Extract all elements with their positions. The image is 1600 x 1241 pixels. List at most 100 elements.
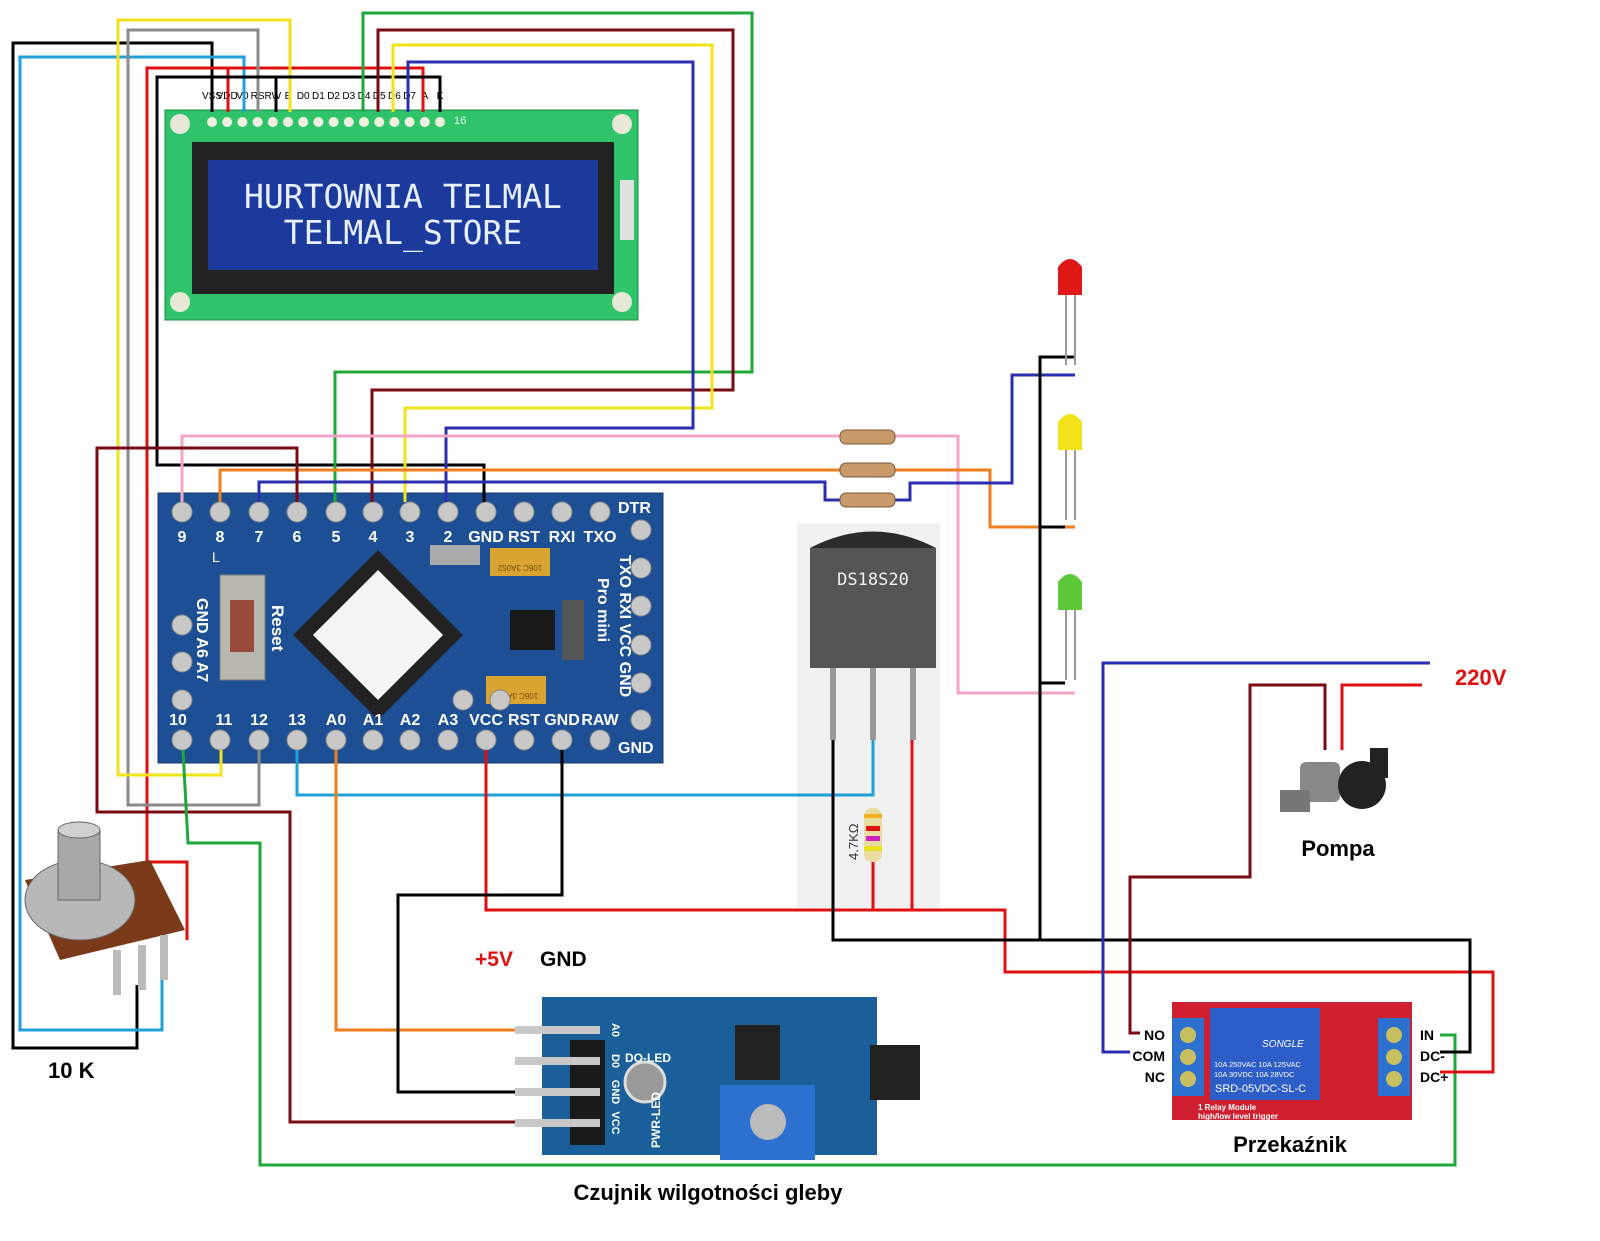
- arduino-pin-label: RAW: [581, 712, 619, 729]
- relay-model: SRD-05VDC-SL-C: [1215, 1083, 1306, 1095]
- arduino-pin: [286, 501, 308, 523]
- soil-sensor-label: Czujnik wilgotności gleby: [574, 1180, 844, 1205]
- lcd-pin: [207, 117, 217, 127]
- arduino-pin-label: GND: [544, 712, 580, 729]
- relay-coil: [1210, 1008, 1320, 1100]
- tantalum-cap: [490, 548, 550, 576]
- lcd-pin: [343, 117, 354, 127]
- leds: [1058, 259, 1082, 680]
- arduino-pin-label: 6: [293, 529, 302, 546]
- arduino-pin-label: 8: [216, 529, 225, 546]
- black-wire: [831, 740, 1472, 1054]
- black-wire: [11, 41, 214, 1050]
- arduino-pin-label: A3: [438, 712, 459, 729]
- red-wire: [228, 66, 425, 112]
- relay-terminal-label: IN: [1420, 1027, 1434, 1043]
- pot-leg: [160, 935, 168, 980]
- green-wire: [181, 749, 1457, 1167]
- arduino-pro-mini: Reset 106C 3A052 106C 3A052 GND A6 A7 TX…: [157, 492, 664, 764]
- terminal-screw: [1180, 1071, 1196, 1087]
- arduino-pin: [513, 729, 535, 751]
- pump-label: Pompa: [1301, 836, 1375, 861]
- arduino-pin: [399, 501, 421, 523]
- lcd-pin-label: D3: [342, 91, 355, 102]
- arduino-pin: [171, 689, 193, 711]
- relay-label: Przekaźnik: [1233, 1132, 1347, 1157]
- lcd-pin: [267, 117, 278, 127]
- pump-bracket: [1280, 790, 1310, 812]
- led: [1058, 259, 1082, 295]
- pot-label: 10 K: [48, 1058, 95, 1083]
- lcd-pin: [298, 117, 309, 127]
- lcd-pin: [328, 117, 339, 127]
- relay-terminal-label: DC-: [1420, 1048, 1445, 1064]
- terminal-screw: [1180, 1049, 1196, 1065]
- blue-wire: [1101, 661, 1430, 1054]
- black-wire: [396, 750, 564, 1094]
- tantalum-cap-label: 106C 3A052: [497, 563, 542, 572]
- relay-footer-1: 1 Relay Module: [1198, 1103, 1257, 1112]
- darkred-wire: [95, 446, 540, 1124]
- lcd-pin-label: A: [421, 91, 428, 102]
- lcd-pin-label: RW: [265, 91, 282, 102]
- arduino-pin: [171, 651, 193, 673]
- arduino-pin: [171, 501, 193, 523]
- arduino-pin: [325, 501, 347, 523]
- arduino-pin-label: TXO: [584, 529, 617, 546]
- arduino-pin: [362, 729, 384, 751]
- black-wire: [1038, 355, 1075, 940]
- arduino-pin: [513, 501, 535, 523]
- sensor-leg: [910, 668, 916, 740]
- pump: Pompa: [1280, 748, 1388, 861]
- arduino-pin: [171, 729, 193, 751]
- arduino-pin: [630, 595, 652, 617]
- lcd-pin-label: D7: [403, 91, 416, 102]
- relay-terminal-label: NO: [1144, 1027, 1165, 1043]
- arduino-pin: [209, 729, 231, 751]
- lcd-pin: [389, 117, 400, 127]
- relay-rating-2: 10A 30VDC 10A 28VDC: [1214, 1070, 1295, 1079]
- mount-hole: [612, 114, 632, 134]
- orange-wire: [218, 468, 1075, 529]
- lcd-pin-label: D6: [388, 91, 401, 102]
- sensor-leg: [870, 668, 876, 740]
- soil-pin-label: D0: [609, 1054, 621, 1068]
- arduino-pin: [286, 729, 308, 751]
- gray-wire: [126, 28, 261, 807]
- arduino-pin: [630, 557, 652, 579]
- red-wire: [1340, 683, 1422, 750]
- arduino-pin-label: 4: [369, 529, 378, 546]
- pot-leg: [113, 950, 121, 995]
- red-wire: [484, 750, 1495, 1074]
- lightblue-wire: [295, 740, 875, 797]
- terminal-screw: [1386, 1071, 1402, 1087]
- arduino-pin: [248, 501, 270, 523]
- relay-brand: SONGLE: [1262, 1039, 1304, 1050]
- trimmer-screw: [750, 1104, 786, 1140]
- blue-wire: [406, 60, 695, 502]
- arduino-pin-label: 13: [288, 712, 306, 729]
- arduino-pin-label: 10: [169, 712, 187, 729]
- lcd-pin: [435, 117, 445, 127]
- arduino-pin: [475, 501, 497, 523]
- lcd-pin: [252, 117, 263, 127]
- resistor-band: [866, 836, 880, 841]
- arduino-pin: [325, 729, 347, 751]
- side-left-label: GND A6 A7: [193, 598, 210, 682]
- arduino-pin: [630, 709, 652, 731]
- pullup-resistor: 4.7KΩ: [846, 808, 882, 862]
- plus5v-label: +5V: [475, 948, 513, 971]
- arduino-pin: [630, 672, 652, 694]
- mount-hole: [170, 114, 190, 134]
- lcd-pin: [237, 117, 248, 127]
- lcd-pin-label: D1: [312, 91, 325, 102]
- arduino-pin-label: 5: [332, 529, 341, 546]
- blue-wire: [257, 373, 1075, 502]
- relay-terminal-label: COM: [1132, 1048, 1165, 1064]
- tantalum-cap-label: 106C 3A052: [493, 691, 538, 700]
- arduino-pin-label: A1: [363, 712, 384, 729]
- lcd-pin: [222, 117, 233, 127]
- sensor-leg: [830, 668, 836, 740]
